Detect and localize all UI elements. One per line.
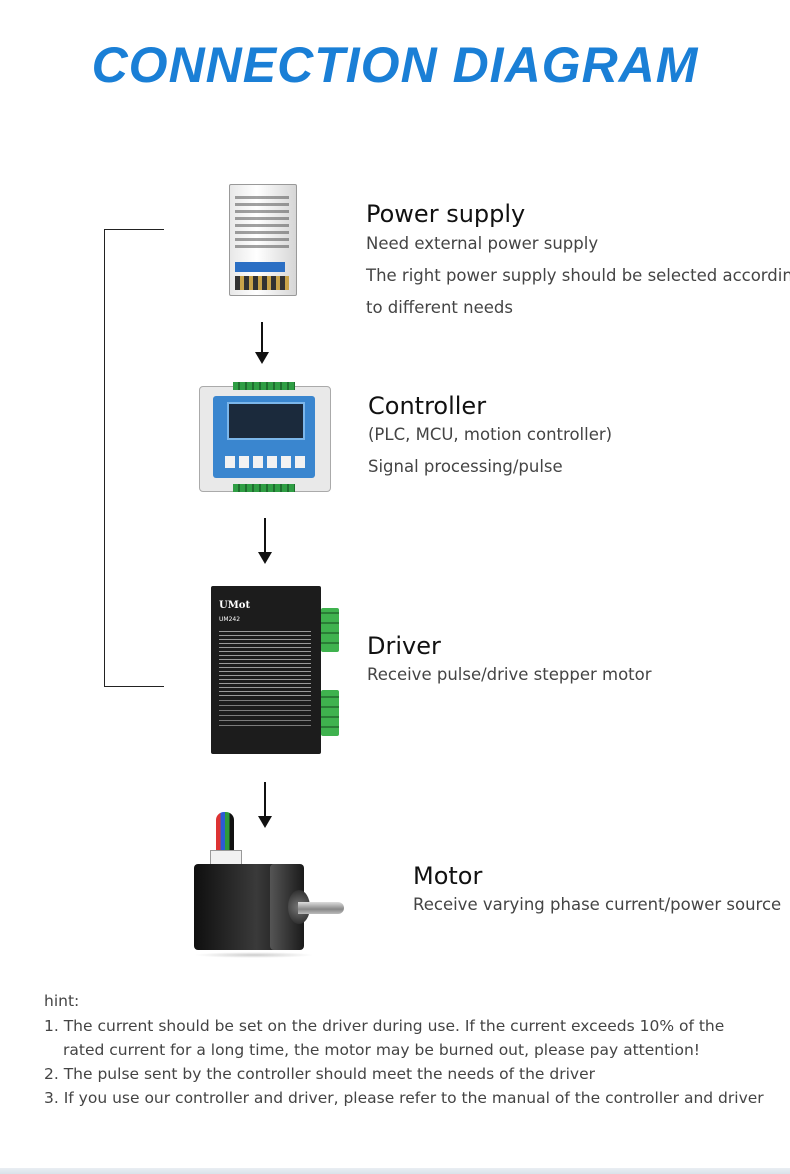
controller-image	[193, 378, 335, 498]
controller-desc-2: Signal processing/pulse	[368, 457, 563, 476]
driver-image: UMot UM242	[205, 582, 350, 758]
driver-desc-1: Receive pulse/drive stepper motor	[367, 665, 652, 684]
hint-item-1: 1. The current should be set on the driv…	[44, 1017, 725, 1035]
hint-item-1-cont: rated current for a long time, the motor…	[63, 1041, 701, 1059]
power-supply-desc-1: Need external power supply	[366, 234, 599, 253]
driver-brand: UMot	[219, 600, 251, 611]
controller-terminals-top	[233, 382, 295, 390]
feedback-bracket-line	[104, 229, 164, 687]
driver-signal-terminals	[321, 608, 339, 652]
power-supply-desc-3: to different needs	[366, 298, 513, 317]
controller-screen	[227, 402, 305, 440]
controller-buttons	[225, 456, 305, 468]
motor-wires	[216, 812, 234, 856]
hint-title: hint:	[44, 992, 80, 1010]
controller-terminals-bottom	[233, 484, 295, 492]
power-supply-label-plate	[235, 262, 285, 272]
arrow-down-icon	[255, 782, 275, 830]
power-supply-terminals	[235, 276, 289, 290]
arrow-down-icon	[252, 322, 272, 366]
motor-shaft	[298, 902, 344, 914]
controller-desc-1: (PLC, MCU, motion controller)	[368, 425, 613, 444]
arrow-down-icon	[255, 518, 275, 566]
motor-desc-1: Receive varying phase current/power sour…	[413, 895, 782, 914]
power-supply-desc-2: The right power supply should be selecte…	[366, 266, 790, 285]
power-supply-image	[225, 180, 299, 304]
driver-settings-table	[219, 628, 311, 696]
hint-item-3: 3. If you use our controller and driver,…	[44, 1089, 764, 1107]
bottom-divider	[0, 1168, 790, 1174]
power-supply-vents	[235, 194, 289, 248]
driver-model: UM242	[219, 616, 241, 623]
driver-spec-table	[219, 700, 311, 726]
power-supply-title: Power supply	[366, 200, 526, 228]
motor-image	[190, 806, 350, 958]
motor-shadow	[194, 952, 314, 958]
diagram-title: CONNECTION DIAGRAM	[91, 37, 699, 93]
driver-title: Driver	[367, 632, 441, 660]
hint-item-2: 2. The pulse sent by the controller shou…	[44, 1065, 595, 1083]
controller-title: Controller	[368, 392, 487, 420]
motor-title: Motor	[413, 862, 483, 890]
driver-power-terminals	[321, 690, 339, 736]
